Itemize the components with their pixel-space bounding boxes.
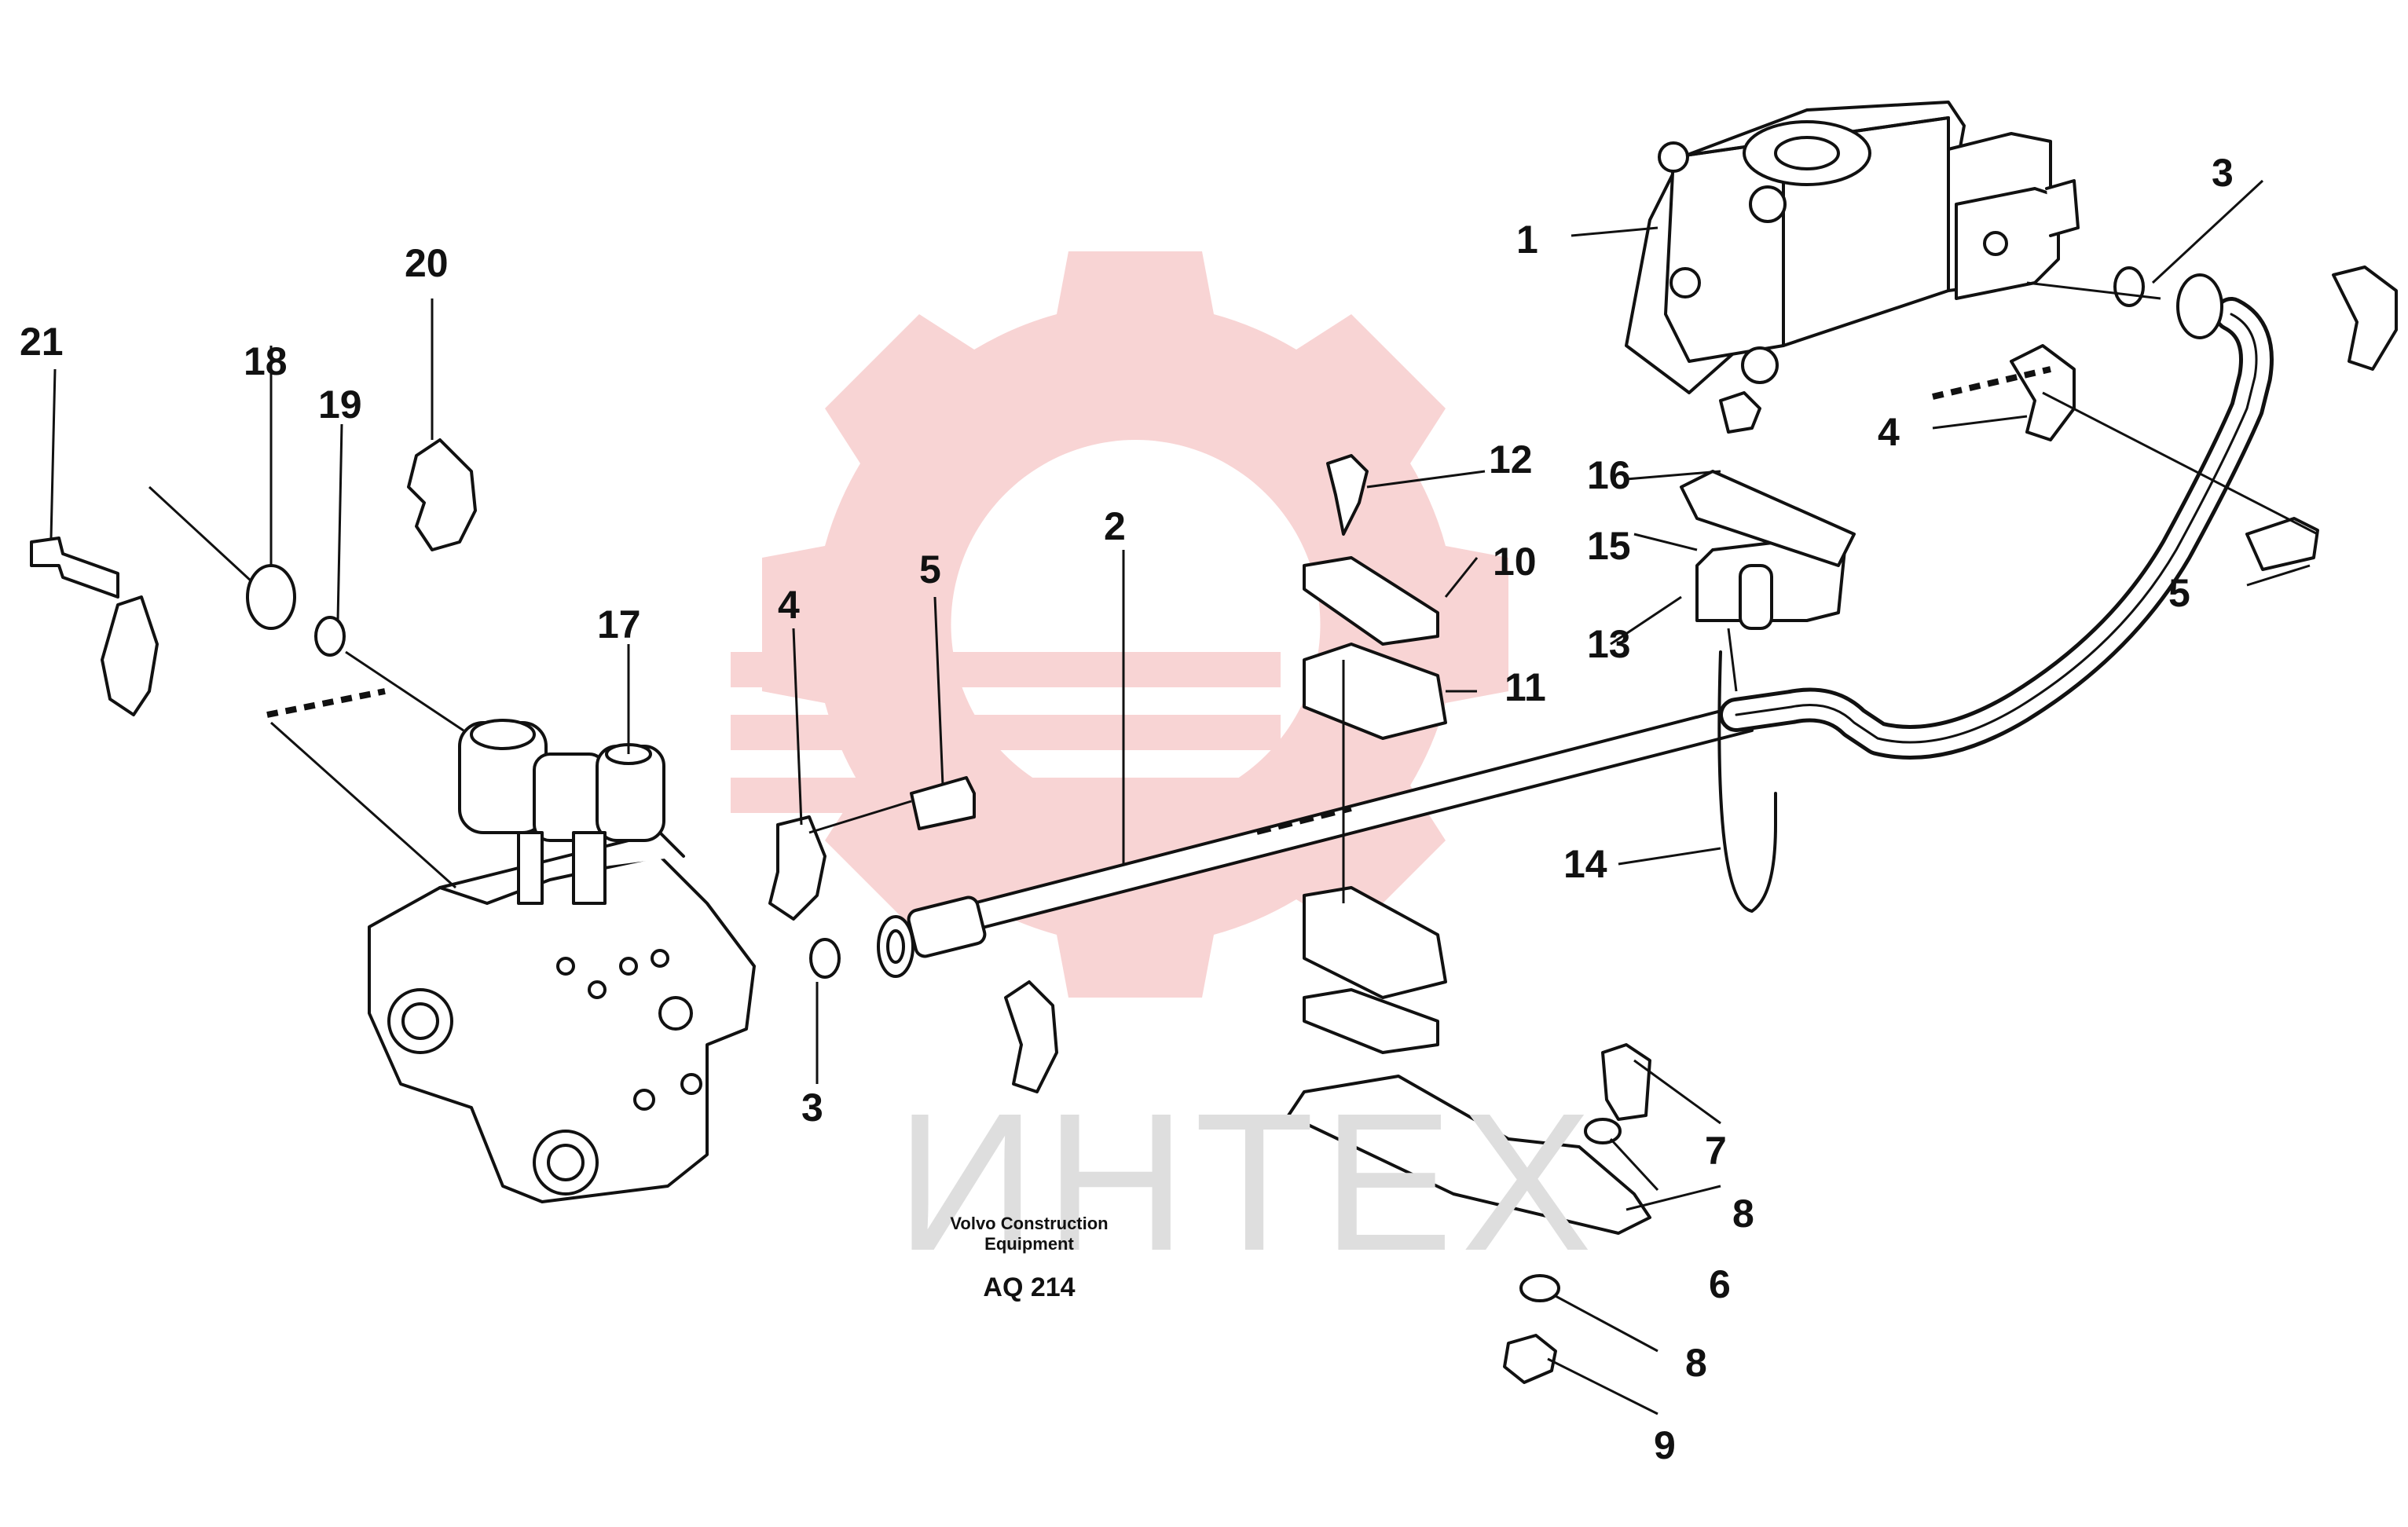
flange-half-clamp [407, 438, 477, 551]
flange-half-clamp [101, 595, 159, 716]
hydraulic-pump [1625, 101, 2080, 394]
callout-16: 16 [1587, 453, 1631, 497]
flange-half-clamp [1004, 980, 1058, 1093]
callout-9: 9 [1654, 1423, 1676, 1467]
callout-5: 5 [2168, 571, 2190, 615]
hex-bolt [2245, 517, 2319, 571]
callout-4: 4 [778, 583, 800, 627]
hex-bolt [30, 536, 119, 599]
callout-13: 13 [1587, 622, 1631, 666]
callout-11: 11 [1505, 665, 1546, 709]
o-ring [809, 938, 841, 979]
flange-half-clamp [768, 815, 826, 921]
hydraulic-tube [877, 705, 1754, 978]
callout-8: 8 [1685, 1341, 1707, 1385]
callout-18: 18 [244, 339, 288, 383]
o-ring [314, 616, 346, 657]
caption-code: AQ 214 [983, 1272, 1076, 1302]
callout-4: 4 [1878, 410, 1900, 454]
union-fitting [246, 564, 296, 630]
callout-5: 5 [919, 547, 941, 591]
callout-10: 10 [1493, 540, 1537, 584]
caption-line-1: Volvo Construction [950, 1214, 1109, 1233]
hose-fitting [2176, 273, 2223, 339]
watermark-text: ИНТЕХ [896, 1072, 1600, 1291]
callout-15: 15 [1587, 524, 1631, 568]
caption-manufacturer: Volvo Construction Equipment [927, 1214, 1131, 1254]
flange-half-clamp [2332, 265, 2398, 371]
clamp-assembly [1287, 391, 1856, 1235]
callout-19: 19 [318, 383, 362, 427]
callout-17: 17 [597, 602, 641, 646]
callout-3: 3 [801, 1086, 823, 1130]
callout-1: 1 [1516, 218, 1538, 262]
flexible-hose [1719, 297, 2274, 760]
hex-nut [1503, 1334, 1557, 1384]
hex-bolt [910, 776, 976, 830]
callout-2: 2 [1104, 504, 1126, 548]
callout-6: 6 [1709, 1262, 1731, 1306]
caption-line-2: Equipment [984, 1234, 1074, 1254]
callout-21: 21 [20, 320, 64, 364]
callout-14: 14 [1563, 842, 1607, 886]
o-ring [2113, 266, 2145, 307]
washer [1584, 1118, 1622, 1144]
control-valve [368, 719, 756, 1203]
callout-12: 12 [1489, 438, 1533, 482]
leader-lines [49, 179, 2318, 1415]
washer [1519, 1274, 1560, 1302]
callout-20: 20 [405, 241, 449, 285]
callout-8: 8 [1732, 1192, 1754, 1236]
callout-7: 7 [1705, 1129, 1727, 1173]
hex-bolt [1601, 1043, 1651, 1121]
callout-3: 3 [2212, 151, 2234, 195]
